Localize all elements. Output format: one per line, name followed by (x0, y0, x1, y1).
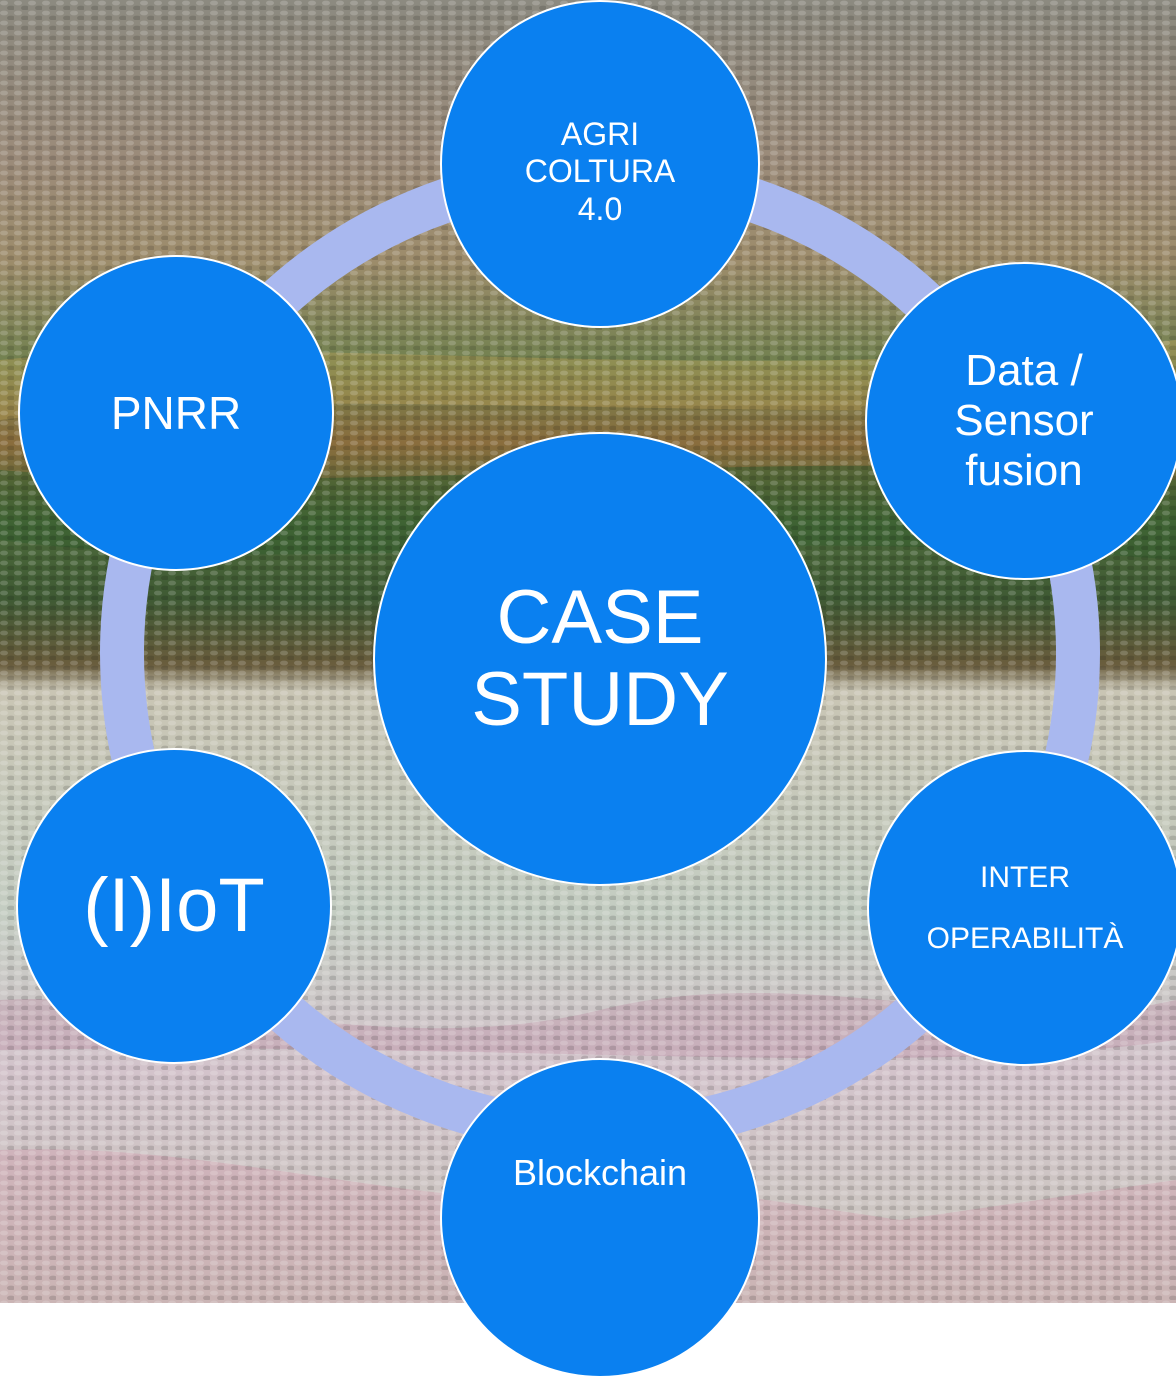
center-case-study-circle: CASE STUDY (373, 432, 827, 886)
node-interoperabilita: INTER OPERABILITÀ (867, 750, 1176, 1066)
node-label-line: INTER (979, 860, 1070, 894)
node-pnrr-label: PNRR (110, 386, 242, 439)
node-iiot-label: (I)IoT (83, 863, 265, 949)
node-agricoltura-label: AGRI COLTURA 4.0 (525, 116, 676, 227)
node-label-line: fusion (965, 446, 1083, 496)
node-data-sensor-fusion: Data / Sensor fusion (865, 262, 1176, 580)
center-label-line: CASE (496, 574, 704, 660)
center-label-line: STUDY (471, 657, 729, 742)
node-label-line: COLTURA (524, 153, 676, 190)
node-label-line: AGRI (560, 116, 640, 153)
center-label: CASE STUDY (471, 574, 729, 742)
node-blockchain: Blockchain (440, 1058, 760, 1378)
node-agricoltura: AGRI COLTURA 4.0 (440, 0, 760, 328)
node-label-line: 4.0 (577, 190, 623, 227)
node-blockchain-label: Blockchain (512, 1152, 688, 1194)
node-interoperabilita-label: INTER OPERABILITÀ (927, 847, 1124, 970)
node-pnrr: PNRR (18, 255, 334, 571)
node-data-sensor-fusion-label: Data / Sensor fusion (954, 346, 1093, 496)
node-label-line: Sensor (954, 395, 1094, 445)
node-label-line: Data / (965, 345, 1083, 395)
node-label-line: OPERABILITÀ (926, 922, 1124, 955)
node-iiot: (I)IoT (16, 748, 332, 1064)
